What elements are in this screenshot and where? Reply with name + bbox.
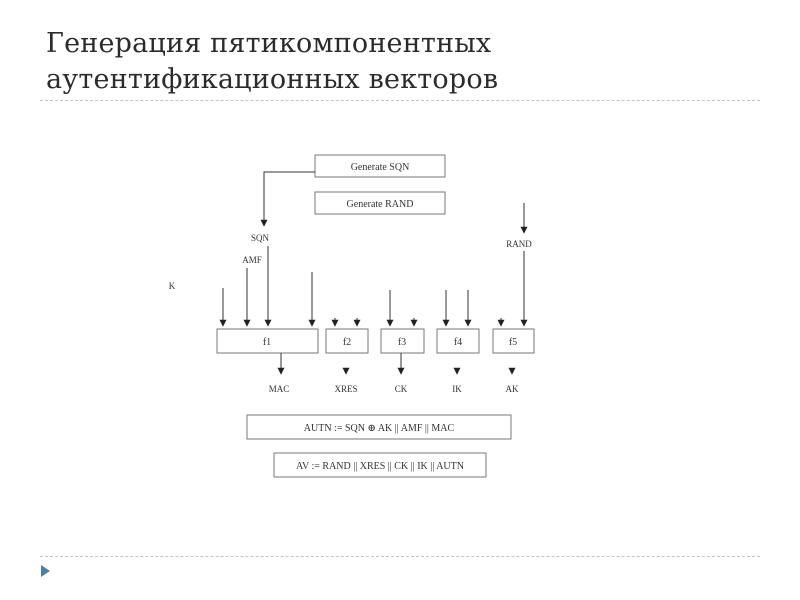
f3-label: f3 bbox=[398, 337, 406, 348]
ak-label: AK bbox=[506, 384, 519, 394]
generate-rand-label: Generate RAND bbox=[347, 199, 414, 210]
sqn-label: SQN bbox=[251, 233, 270, 243]
slide-title-line-1: Генерация пятикомпонентных bbox=[46, 28, 492, 59]
f3-box bbox=[380, 328, 425, 354]
f2-box bbox=[325, 328, 369, 354]
autn-formula: AUTN := SQN ⊕ AK || AMF || MAC bbox=[304, 423, 455, 434]
xres-label: XRES bbox=[334, 384, 357, 394]
f5-label: f5 bbox=[509, 337, 517, 348]
title-separator bbox=[40, 100, 760, 101]
generate-sqn-box bbox=[314, 154, 446, 178]
f1-box bbox=[216, 328, 319, 354]
sqn-generation-arrow bbox=[260, 171, 315, 227]
autn-box bbox=[246, 414, 512, 440]
amf-label: AMF bbox=[242, 255, 262, 265]
f4-label: f4 bbox=[454, 337, 462, 348]
ck-label: CK bbox=[395, 384, 408, 394]
slide-title-line-2: аутентификационных векторов bbox=[46, 64, 499, 95]
rand-label: RAND bbox=[506, 239, 532, 249]
footer-separator bbox=[40, 556, 760, 557]
f4-box bbox=[436, 328, 480, 354]
f2-label: f2 bbox=[343, 337, 351, 348]
f5-box bbox=[492, 328, 535, 354]
slide-title: Генерация пятикомпонентных аутентификаци… bbox=[46, 26, 498, 98]
av-formula: AV := RAND || XRES || CK || IK || AUTN bbox=[296, 461, 464, 472]
generate-sqn-label: Generate SQN bbox=[351, 162, 410, 173]
generate-rand-box bbox=[314, 191, 446, 215]
mac-label: MAC bbox=[269, 384, 290, 394]
f1-label: f1 bbox=[263, 337, 271, 348]
k-label: K bbox=[169, 281, 176, 291]
av-box bbox=[273, 452, 487, 478]
next-slide-arrow-icon[interactable] bbox=[41, 565, 50, 577]
ik-label: IK bbox=[452, 384, 462, 394]
